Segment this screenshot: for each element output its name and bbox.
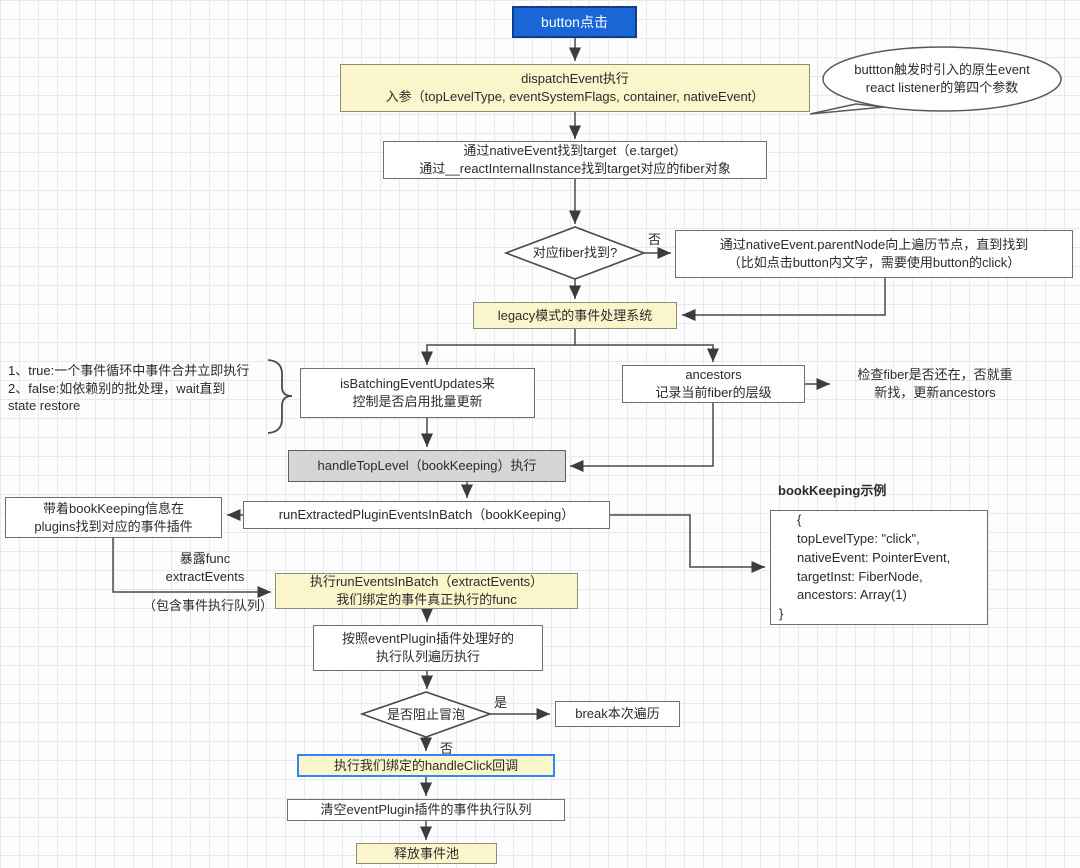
queue-exec-line1: 按照eventPlugin插件处理好的	[342, 631, 514, 647]
handle-top-label: handleTopLevel（bookKeeping）执行	[317, 458, 537, 474]
node-is-batching: isBatchingEventUpdates来 控制是否启用批量更新	[300, 368, 535, 418]
edge-ancestors-handletop	[570, 403, 714, 472]
bookkeeping-example-title: bookKeeping示例	[778, 481, 938, 501]
node-handle-click: 执行我们绑定的handleClick回调	[297, 754, 555, 777]
node-find-target: 通过nativeEvent找到target（e.target） 通过__reac…	[383, 141, 767, 179]
node-button-click: button点击	[512, 6, 637, 38]
edge-label-no-fiber: 否	[648, 232, 662, 247]
batch-note-line3: state restore	[8, 398, 81, 414]
bk-line-2: nativeEvent: PointerEvent,	[797, 549, 951, 565]
edge-legacy-ancestors	[575, 344, 719, 362]
dispatch-line2: 入参（topLevelType, eventSystemFlags, conta…	[385, 89, 765, 104]
node-clear-queue: 清空eventPlugin插件的事件执行队列	[287, 799, 565, 821]
edge-legacy-isbatching	[421, 329, 576, 365]
node-stop-bubble-decision: 是否阻止冒泡	[362, 692, 490, 737]
dispatch-line1: dispatchEvent执行	[521, 71, 629, 87]
handle-click-label: 执行我们绑定的handleClick回调	[333, 757, 519, 773]
edge-label-yes: 是	[494, 695, 508, 710]
bk-line-4: ancestors: Array(1)	[797, 587, 907, 603]
bk-line-5: }	[779, 606, 784, 622]
speech-bubble-tail	[809, 103, 885, 115]
check-fiber-line2: 新找，更新ancestors	[874, 385, 996, 400]
is-batching-line1: isBatchingEventUpdates来	[340, 376, 495, 392]
batch-note-line2: 2、false:如依赖别的批处理，wait直到	[8, 380, 226, 396]
release-pool-label: 释放事件池	[393, 845, 459, 861]
find-target-line1: 通过nativeEvent找到target（e.target）	[463, 143, 687, 159]
edge-label-no: 否	[440, 741, 454, 756]
node-dispatch-event: dispatchEvent执行 入参（topLevelType, eventSy…	[340, 64, 810, 112]
bubble-line1: buttton触发时引入的原生event	[854, 62, 1030, 78]
clear-queue-label: 清空eventPlugin插件的事件执行队列	[320, 802, 532, 818]
check-fiber-line1: 检查fiber是否还在，否就重	[857, 367, 1013, 383]
queue-exec-line2: 执行队列遍历执行	[375, 649, 480, 664]
run-extracted-label: runExtractedPluginEventsInBatch（bookKeep…	[278, 507, 575, 523]
expose-line3: （包含事件执行队列）	[142, 598, 273, 614]
label-expose-func: 暴露func extractEvents	[130, 551, 280, 585]
bookkeeping-title-text: bookKeeping示例	[778, 483, 887, 499]
expose-line1: 暴露func	[179, 551, 231, 567]
node-legacy-system: legacy模式的事件处理系统	[473, 302, 677, 329]
bookkeeping-example-box: { topLevelType: "click", nativeEvent: Po…	[770, 510, 988, 625]
node-break: break本次遍历	[555, 701, 680, 727]
expose-line2: extractEvents	[165, 569, 245, 584]
is-batching-line2: 控制是否启用批量更新	[352, 394, 483, 409]
break-label: break本次遍历	[575, 706, 660, 722]
note-batching-modes: 1、true:一个事件循环中事件合并立即执行 2、false:如依赖别的批处理，…	[8, 362, 266, 424]
legacy-label: legacy模式的事件处理系统	[497, 307, 653, 323]
node-fiber-found-decision: 对应fiber找到?	[506, 227, 644, 279]
node-with-bookkeeping: 带着bookKeeping信息在 plugins找到对应的事件插件	[5, 497, 222, 538]
bk-line-3: targetInst: FiberNode,	[797, 568, 923, 584]
bk-line-1: topLevelType: "click",	[797, 530, 920, 546]
traverse-line2: （比如点击button内文字，需要使用button的click）	[727, 255, 1021, 270]
node-ancestors: ancestors 记录当前fiber的层级	[622, 365, 805, 403]
node-release-pool: 释放事件池	[356, 843, 497, 864]
edge-runextracted-bkbox	[610, 514, 765, 573]
run-events-line1: 执行runEventsInBatch（extractEvents）	[309, 574, 544, 590]
label-event-queue: （包含事件执行队列）	[128, 597, 288, 615]
node-traverse-up: 通过nativeEvent.parentNode向上遍历节点，直到找到 （比如点…	[675, 230, 1073, 278]
with-bookkeeping-line2: plugins找到对应的事件插件	[34, 518, 193, 534]
with-bookkeeping-line1: 带着bookKeeping信息在	[43, 500, 184, 516]
node-run-extracted: runExtractedPluginEventsInBatch（bookKeep…	[243, 501, 610, 529]
batch-note-line1: 1、true:一个事件循环中事件合并立即执行	[8, 363, 250, 378]
node-run-events-in-batch: 执行runEventsInBatch（extractEvents） 我们绑定的事…	[275, 573, 578, 609]
note-brace	[267, 359, 293, 434]
stop-bubble-label: 是否阻止冒泡	[386, 706, 465, 722]
run-events-line2: 我们绑定的事件真正执行的func	[336, 592, 517, 607]
node-handle-top-level: handleTopLevel（bookKeeping）执行	[288, 450, 566, 482]
ancestors-line2: 记录当前fiber的层级	[655, 385, 772, 400]
fiber-found-label: 对应fiber找到?	[532, 245, 618, 261]
speech-bubble-text: buttton触发时引入的原生event react listener的第四个参…	[828, 56, 1056, 102]
node-queue-exec: 按照eventPlugin插件处理好的 执行队列遍历执行	[313, 625, 543, 671]
find-target-line2: 通过__reactInternalInstance找到target对应的fibe…	[419, 161, 731, 176]
bk-line-0: {	[797, 511, 802, 527]
ancestors-line1: ancestors	[685, 367, 742, 383]
traverse-line1: 通过nativeEvent.parentNode向上遍历节点，直到找到	[719, 237, 1029, 253]
node-button-click-label: button点击	[541, 13, 608, 30]
bubble-line2: react listener的第四个参数	[865, 80, 1019, 95]
note-check-fiber: 检查fiber是否还在，否就重 新找，更新ancestors	[833, 366, 1037, 402]
edge-traverse-legacy	[682, 278, 886, 321]
